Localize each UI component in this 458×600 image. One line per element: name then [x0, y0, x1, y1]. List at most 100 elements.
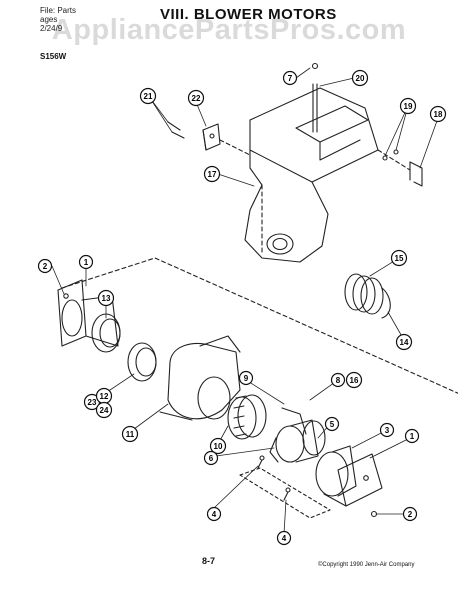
- callout-c18: 18: [429, 105, 447, 123]
- callout-c16: 16: [345, 371, 363, 389]
- capacitor-coil: [344, 273, 391, 319]
- callout-number: 14: [400, 338, 409, 347]
- blower-motor: [269, 407, 326, 463]
- callout-c9: 9: [238, 370, 254, 386]
- callout-number: 17: [208, 170, 217, 179]
- inlet-duct: [57, 279, 119, 347]
- callout-c11: 11: [121, 425, 139, 443]
- blower-housing-duct: [244, 87, 379, 263]
- callout-number: 15: [395, 254, 404, 263]
- callout-number: 3: [385, 426, 390, 435]
- callout-circle: [379, 422, 395, 438]
- callout-number: 13: [102, 294, 111, 303]
- copyright-notice: ©Copyright 1990 Jenn-Air Company: [318, 562, 415, 568]
- callout-c15: 15: [390, 249, 408, 267]
- callout-circle: [282, 70, 298, 86]
- callout-c8: 8: [330, 372, 346, 388]
- callout-c10: 10: [209, 437, 227, 455]
- callout-c21: 21: [139, 87, 157, 105]
- callout-c7: 7: [282, 70, 298, 86]
- callout-number: 1: [410, 432, 415, 441]
- callout-c2a: 2: [37, 258, 53, 274]
- callout-circle: [203, 450, 219, 466]
- callout-circle: [399, 97, 417, 115]
- callout-circle: [78, 254, 94, 270]
- callout-c17: 17: [203, 165, 221, 183]
- callout-c14: 14: [395, 333, 413, 351]
- callout-number: 18: [434, 110, 443, 119]
- assembly-outline: [61, 257, 458, 394]
- bracket-screws: [167, 121, 251, 156]
- callout-c3: 3: [379, 422, 395, 438]
- callout-circle: [139, 87, 157, 105]
- callout-number: 5: [330, 420, 335, 429]
- callout-number: 6: [209, 454, 214, 463]
- callout-c22: 22: [187, 89, 205, 107]
- mounting-clip: [377, 149, 423, 187]
- callout-c6: 6: [203, 450, 219, 466]
- callout-c4a: 4: [206, 506, 222, 522]
- callout-number: 24: [100, 406, 109, 415]
- callout-number: 11: [126, 430, 135, 439]
- callout-circle: [37, 258, 53, 274]
- callout-circle: [324, 416, 340, 432]
- callout-circle: [402, 506, 418, 522]
- callout-number: 7: [288, 74, 293, 83]
- pages-label: ages: [40, 15, 58, 24]
- callout-c1b: 1: [404, 428, 420, 444]
- callout-number: 4: [212, 510, 217, 519]
- inlet-ring: [91, 313, 121, 353]
- blower-wheel: [227, 394, 267, 440]
- date-label: 2/24/9: [40, 24, 63, 33]
- callout-c19: 19: [399, 97, 417, 115]
- motor-bell-housing: [315, 445, 357, 497]
- callout-number: 21: [144, 92, 153, 101]
- blower-scroll: [159, 335, 241, 421]
- callout-number: 4: [282, 534, 287, 543]
- callout-c13: 13: [97, 289, 115, 307]
- callout-number: 19: [404, 102, 413, 111]
- callout-circle: [95, 401, 113, 419]
- callout-number: 8: [336, 376, 341, 385]
- page-title: VIII. BLOWER MOTORS: [160, 6, 337, 23]
- callout-number: 10: [214, 442, 223, 451]
- callout-circle: [351, 69, 369, 87]
- callout-circle: [276, 530, 292, 546]
- callout-circle: [404, 428, 420, 444]
- callout-c4b: 4: [276, 530, 292, 546]
- page-number: 8-7: [202, 556, 216, 566]
- callout-circle: [330, 372, 346, 388]
- clamp-ring: [127, 342, 157, 382]
- callout-c12: 12: [95, 387, 113, 405]
- callout-c24: 24: [95, 401, 113, 419]
- callout-circle: [121, 425, 139, 443]
- callout-number: 22: [192, 94, 201, 103]
- callout-number: 2: [408, 510, 413, 519]
- callout-circle: [429, 105, 447, 123]
- stud-and-screw: [311, 62, 319, 133]
- callout-c2b: 2: [402, 506, 418, 522]
- callout-circle: [97, 289, 115, 307]
- lower-screws: [239, 455, 378, 519]
- watermark: AppliancePartsPros.com: [51, 14, 407, 46]
- callout-number: 23: [88, 398, 97, 407]
- callout-circle: [206, 506, 222, 522]
- callout-number: 2: [43, 262, 48, 271]
- callout-c20: 20: [351, 69, 369, 87]
- file-label: File: Parts: [40, 6, 77, 15]
- callout-circle: [395, 333, 413, 351]
- callout-circle: [203, 165, 221, 183]
- callout-circle: [345, 371, 363, 389]
- callout-number: 9: [244, 374, 249, 383]
- callout-circle: [390, 249, 408, 267]
- callout-number: 12: [100, 392, 109, 401]
- callout-number: 16: [350, 376, 359, 385]
- mounting-bracket: [202, 123, 221, 151]
- callout-c1a: 1: [78, 254, 94, 270]
- callout-circle: [187, 89, 205, 107]
- callout-c5: 5: [324, 416, 340, 432]
- callout-number: 20: [356, 74, 365, 83]
- callout-number: 1: [84, 258, 89, 267]
- model-number: S156W: [40, 52, 67, 61]
